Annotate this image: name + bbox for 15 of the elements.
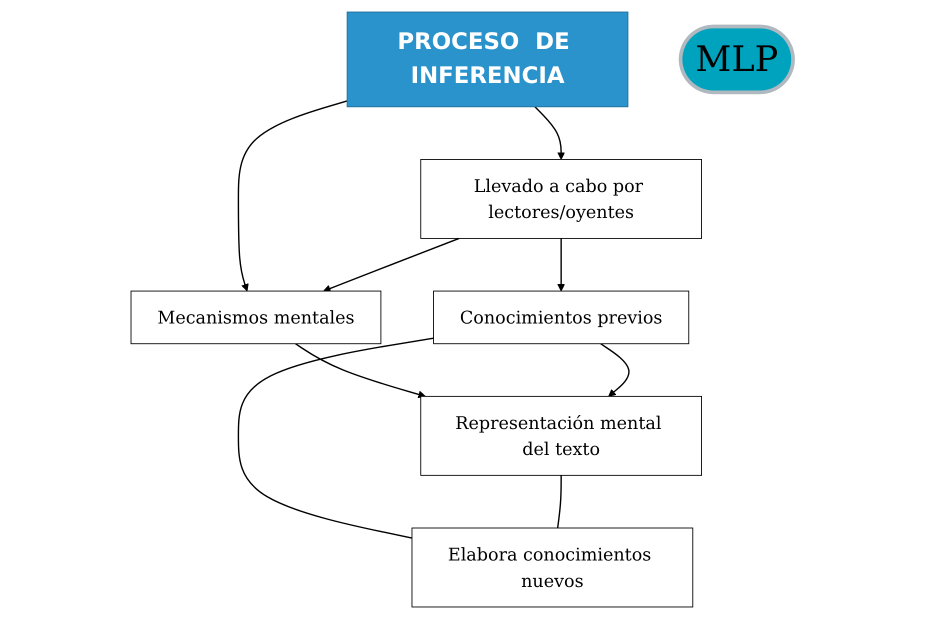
node-box: [412, 528, 694, 608]
arrow: [296, 343, 426, 398]
arrow: [558, 238, 566, 292]
arrow: [238, 100, 348, 292]
arrow: [600, 343, 630, 397]
connector: [238, 338, 434, 539]
node-box: [131, 290, 382, 344]
node-box: [347, 12, 629, 108]
flowchart-diagram: PROCESO DE INFERENCIA MLP Llevado a cabo por lectores/oyentes Mecanismos mentales Conocimientos previos Representación mental del texto Elabora conocimientos nuevos: [124, 5, 801, 614]
connector: [557, 475, 562, 528]
arrow: [324, 238, 460, 292]
node-box: [420, 396, 702, 476]
node-box: [434, 290, 690, 344]
arrow: [534, 106, 566, 160]
node-box: [420, 159, 702, 239]
